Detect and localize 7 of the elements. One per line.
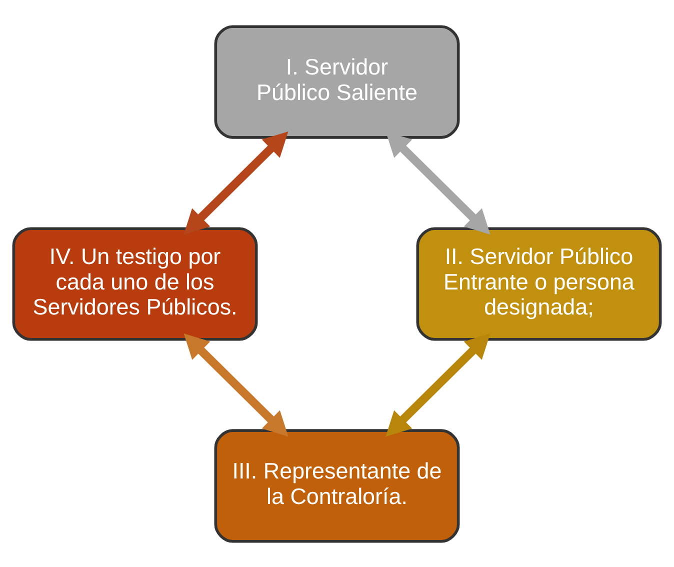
arrow [184, 130, 288, 234]
arrow [386, 332, 490, 436]
node-box: IV. Un testigo por cada uno de los Servidores Públicos. [12, 226, 258, 340]
arrow [184, 332, 288, 436]
node-box: I. Servidor Público Saliente [214, 24, 460, 138]
node-box: III. Representante de la Contraloría. [214, 428, 460, 542]
node-box: II. Servidor Público Entrante o persona designada; [416, 226, 662, 340]
